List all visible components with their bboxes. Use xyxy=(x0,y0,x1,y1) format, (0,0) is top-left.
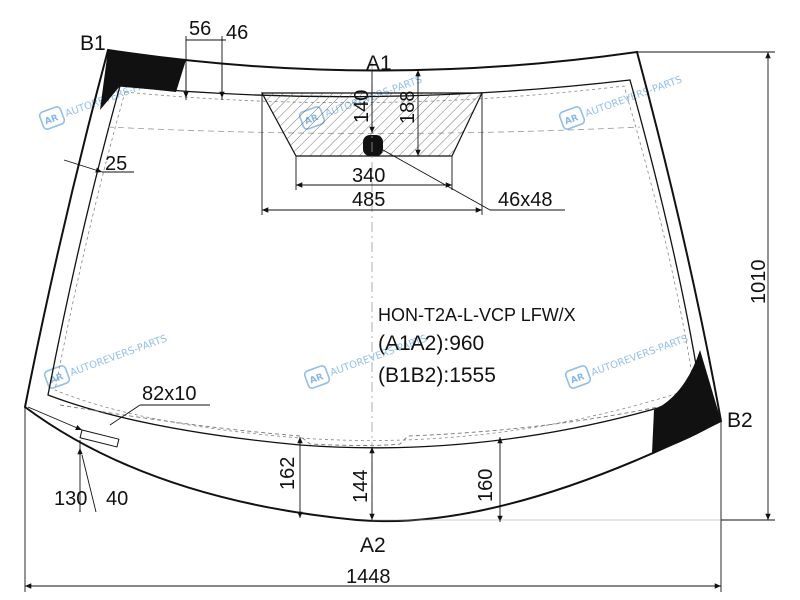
dim-40: 40 xyxy=(106,488,128,510)
spec-b1b2: (B1B2):1555 xyxy=(378,364,496,387)
dim-130: 130 xyxy=(54,488,87,510)
dim-340: 340 xyxy=(352,165,385,187)
point-label-b2: B2 xyxy=(727,409,753,432)
svg-text:AUTOREVERS-PARTS: AUTOREVERS-PARTS xyxy=(69,333,169,378)
glass-outline xyxy=(23,48,723,523)
svg-text:AR: AR xyxy=(563,113,580,127)
dim-162: 162 xyxy=(277,457,299,490)
dim-46: 46 xyxy=(226,22,248,44)
dim-56: 56 xyxy=(189,18,211,40)
dimension-lines xyxy=(24,36,775,592)
dim-46x48: 46x48 xyxy=(498,189,553,211)
svg-text:AR: AR xyxy=(569,372,586,386)
point-label-a1: A1 xyxy=(366,52,392,75)
dim-160: 160 xyxy=(475,469,497,502)
dim-82x10: 82x10 xyxy=(142,383,197,405)
sensor-pad xyxy=(363,135,383,156)
svg-text:AUTOREVERS-PARTS: AUTOREVERS-PARTS xyxy=(590,333,690,378)
point-label-b1: B1 xyxy=(80,32,106,55)
visible-area-line xyxy=(54,85,695,441)
dim-188: 188 xyxy=(397,91,419,124)
corner-fill-b2 xyxy=(652,350,721,453)
dim-144: 144 xyxy=(350,470,372,503)
svg-text:AUTOREVERS-PARTS: AUTOREVERS-PARTS xyxy=(584,74,684,119)
spec-code: HON-T2A-L-VCP LFW/X xyxy=(378,305,576,325)
dim-1448: 1448 xyxy=(346,566,391,588)
point-label-a2: A2 xyxy=(360,534,386,557)
watermark-logo-icon: AR AUTOREVERS-PARTS xyxy=(558,74,684,130)
svg-text:AR: AR xyxy=(43,113,60,127)
vin-window xyxy=(79,429,120,448)
spec-a1a2: (A1A2):960 xyxy=(378,332,484,355)
dim-485: 485 xyxy=(352,189,385,211)
wiper-zone-line xyxy=(59,399,691,446)
ceramic-band-line xyxy=(47,79,702,449)
dim-1010: 1010 xyxy=(748,260,770,305)
dim-25: 25 xyxy=(105,153,127,175)
corner-fill-b1 xyxy=(100,50,186,110)
watermark-logo-icon: AR AUTOREVERS-PARTS xyxy=(43,333,169,389)
dim-140: 140 xyxy=(351,90,373,123)
watermark-logo-icon: AR AUTOREVERS-PARTS xyxy=(564,333,690,389)
svg-text:AR: AR xyxy=(308,372,325,386)
